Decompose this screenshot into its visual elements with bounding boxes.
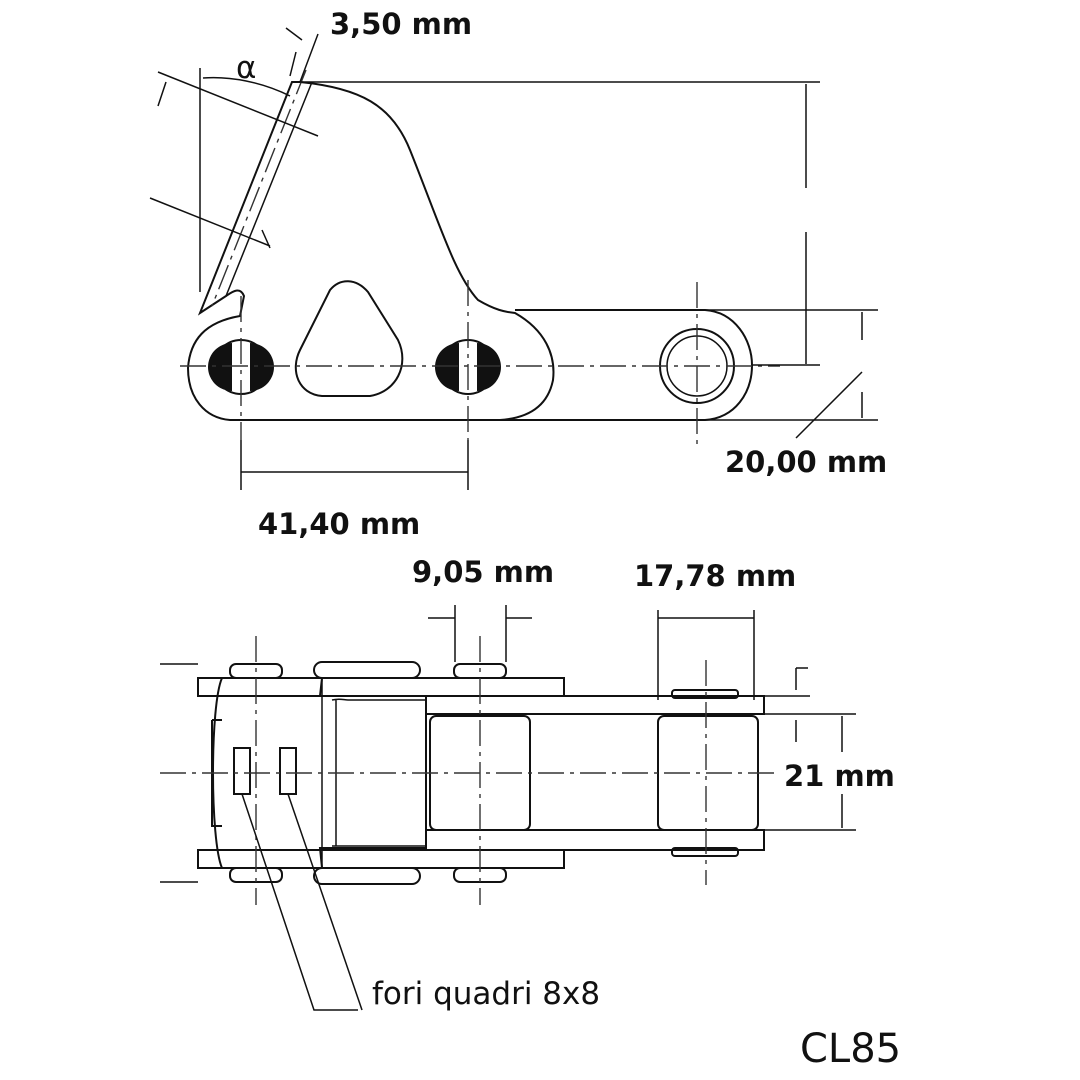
block-bottom-bump bbox=[313, 867, 421, 885]
link-height-label: 20,00 mm bbox=[725, 445, 887, 479]
pitch-label: 41,40 mm bbox=[258, 507, 420, 541]
angle-arc bbox=[202, 76, 291, 97]
link-height-leader bbox=[795, 371, 863, 439]
right-link-outline bbox=[500, 309, 754, 421]
top-view: 9,05 mm 17,78 mm 21 mm fori quadri 8x8 C… bbox=[160, 555, 901, 1072]
triangular-hole bbox=[294, 280, 404, 397]
perp-tick-bottom bbox=[261, 229, 271, 249]
pin-hole-left bbox=[208, 339, 274, 395]
pin-head-bottom-right bbox=[671, 847, 739, 857]
perp-tick-top bbox=[157, 81, 167, 107]
square-holes-note: fori quadri 8x8 bbox=[372, 976, 600, 1012]
thickness-ext bbox=[299, 33, 319, 83]
plate-center-line bbox=[211, 69, 307, 307]
block-top-bump bbox=[313, 661, 421, 679]
angle-symbol: α bbox=[236, 50, 256, 86]
plate-inner-edge bbox=[225, 81, 313, 297]
pin-head-top-right bbox=[671, 689, 739, 699]
pin-hole-middle bbox=[435, 339, 501, 395]
pin-width-label: 9,05 mm bbox=[412, 555, 554, 589]
perp-dim-line-bottom bbox=[149, 197, 271, 247]
outer-plate-bottom bbox=[197, 849, 565, 869]
thickness-ext-2 bbox=[289, 51, 297, 77]
inner-plate-bottom bbox=[425, 829, 765, 851]
inner-width-label: 21 mm bbox=[784, 759, 895, 793]
inner-plate-top bbox=[425, 695, 765, 715]
perp-dim-line-top bbox=[157, 71, 319, 137]
left-end-plate bbox=[211, 719, 222, 827]
note-leader-2 bbox=[287, 793, 363, 1011]
side-view: 20,00 mm 41,40 mm 3,50 mm α bbox=[149, 7, 887, 541]
attachment-link-outline bbox=[186, 81, 555, 421]
roller-dia-label: 17,78 mm bbox=[634, 559, 796, 593]
thickness-tick-left bbox=[285, 27, 303, 41]
outer-plate-top bbox=[197, 677, 565, 697]
thickness-label: 3,50 mm bbox=[330, 7, 472, 41]
note-leader-1 bbox=[241, 793, 358, 1011]
square-hole-2 bbox=[279, 747, 297, 795]
attachment-block-outline bbox=[212, 677, 427, 869]
square-hole-1 bbox=[233, 747, 251, 795]
part-code: CL85 bbox=[800, 1026, 901, 1072]
